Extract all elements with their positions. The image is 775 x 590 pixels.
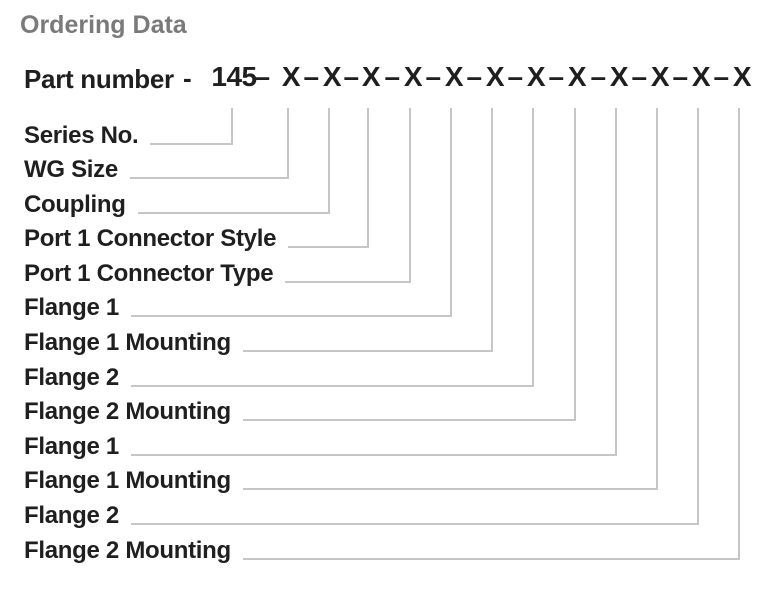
field-label: Flange 1 Mounting — [24, 467, 231, 494]
part-number-segment: X — [650, 61, 670, 92]
page-title: Ordering Data — [20, 11, 187, 39]
part-number-dash: – — [303, 61, 319, 92]
connector-vline — [450, 108, 452, 317]
connector-hline — [130, 385, 534, 387]
connector-hline — [150, 143, 233, 145]
part-number-segment: X — [485, 61, 505, 92]
connector-vline — [231, 108, 233, 145]
part-number-dash: – — [631, 61, 647, 92]
part-number-segment-series: 145 — [211, 61, 257, 92]
part-number-segment: X — [361, 61, 381, 92]
connector-vline — [738, 108, 740, 560]
connector-vline — [532, 108, 534, 387]
field-row-port1-connector-type: Port 1 Connector Type — [24, 261, 411, 287]
field-row-flange2-2: Flange 2 — [24, 503, 699, 529]
field-row-coupling: Coupling — [24, 192, 330, 218]
field-row-flange2-mounting-2: Flange 2 Mounting — [24, 538, 740, 564]
part-number-dash: – — [384, 61, 400, 92]
connector-vline — [287, 108, 289, 179]
field-row-flange1-mounting: Flange 1 Mounting — [24, 330, 493, 356]
part-number-dash: – — [425, 61, 441, 92]
field-row-series-no: Series No. — [24, 123, 233, 149]
field-row-wg-size: WG Size — [24, 157, 289, 183]
field-label: Port 1 Connector Style — [24, 225, 277, 252]
connector-hline — [130, 315, 452, 317]
part-number-dash: – — [713, 61, 729, 92]
part-number-dash: – — [254, 61, 270, 92]
field-label: Flange 1 — [24, 433, 119, 460]
connector-vline — [328, 108, 330, 214]
field-label: Series No. — [24, 122, 139, 149]
part-number-segment: X — [526, 61, 546, 92]
connector-vline — [656, 108, 658, 490]
part-number-segment: X — [732, 61, 752, 92]
field-row-flange1-2: Flange 1 — [24, 434, 617, 460]
field-row-flange1: Flange 1 — [24, 295, 452, 321]
connector-vline — [409, 108, 411, 283]
part-number-segment: X — [281, 61, 301, 92]
part-number-dash: – — [507, 61, 523, 92]
field-label: Flange 1 Mounting — [24, 329, 231, 356]
part-number-separator: - — [183, 63, 192, 93]
connector-hline — [130, 523, 699, 525]
part-number-dash: – — [590, 61, 606, 92]
field-label: Coupling — [24, 191, 126, 218]
part-number-dash: – — [672, 61, 688, 92]
connector-hline — [285, 281, 411, 283]
field-label: Flange 2 Mounting — [24, 398, 231, 425]
connector-hline — [129, 177, 289, 179]
part-number-dash: – — [466, 61, 482, 92]
connector-vline — [491, 108, 493, 352]
field-row-flange2-mounting: Flange 2 Mounting — [24, 399, 576, 425]
field-label: Flange 2 — [24, 502, 119, 529]
part-number-segment: X — [444, 61, 464, 92]
field-label: Flange 1 — [24, 294, 119, 321]
field-label: Port 1 Connector Type — [24, 260, 274, 287]
part-number-segment: X — [322, 61, 342, 92]
connector-vline — [697, 108, 699, 525]
part-number-segment: X — [609, 61, 629, 92]
part-number-segment: X — [691, 61, 711, 92]
connector-hline — [242, 558, 740, 560]
connector-vline — [574, 108, 576, 421]
field-row-flange2: Flange 2 — [24, 365, 534, 391]
field-row-flange1-mounting-2: Flange 1 Mounting — [24, 468, 658, 494]
connector-hline — [242, 419, 576, 421]
connector-hline — [137, 212, 330, 214]
field-label: Flange 2 Mounting — [24, 537, 231, 564]
part-number-segment: X — [403, 61, 423, 92]
connector-hline — [130, 454, 617, 456]
connector-vline — [367, 108, 369, 248]
connector-hline — [288, 246, 369, 248]
part-number-dash: – — [548, 61, 564, 92]
part-number-label: Part number — [24, 64, 174, 94]
part-number-dash: – — [343, 61, 359, 92]
field-label: Flange 2 — [24, 364, 119, 391]
connector-hline — [242, 350, 493, 352]
field-row-port1-connector-style: Port 1 Connector Style — [24, 226, 369, 252]
part-number-segment: X — [567, 61, 587, 92]
connector-hline — [242, 488, 658, 490]
connector-vline — [615, 108, 617, 456]
field-label: WG Size — [24, 156, 118, 183]
